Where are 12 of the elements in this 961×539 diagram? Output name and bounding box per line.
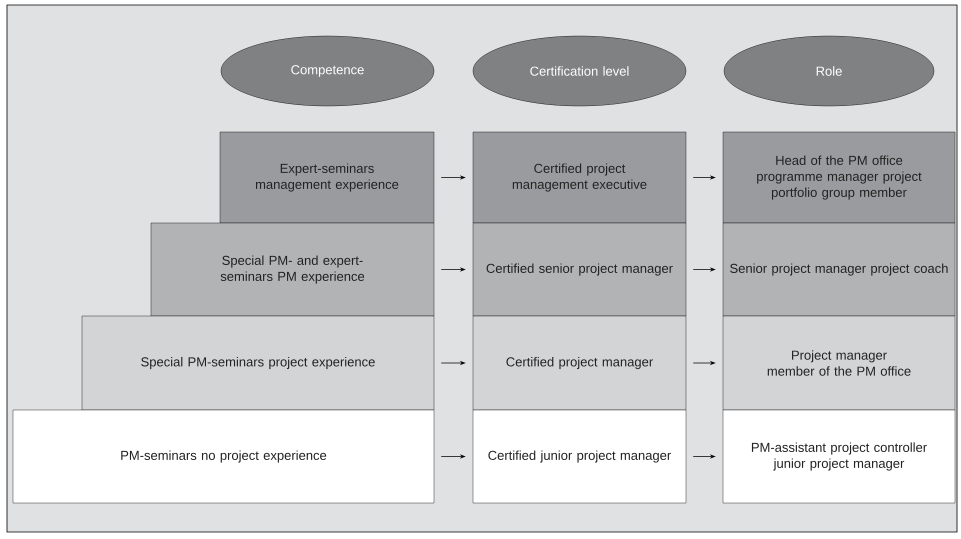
level-box: Project manager member of the PM office [722, 316, 956, 410]
level-box: Head of the PM office programme manager project portfolio group member [722, 132, 956, 224]
level-box: PM-assistant project controller junior project manager [722, 410, 956, 504]
level-box: Expert-seminars management experience [220, 132, 434, 224]
level-box: Certified project manager [472, 316, 686, 410]
level-box: Certified junior project manager [472, 410, 686, 504]
level-box: Certified senior project manager [472, 222, 686, 316]
level-box: Certified project management executive [472, 132, 686, 224]
level-box: PM-seminars no project experience [12, 410, 434, 504]
level-box: Senior project manager project coach [722, 222, 956, 316]
level-box: Special PM- and expert-seminars PM experience [150, 222, 434, 316]
level-box: Special PM-seminars project experience [82, 316, 434, 410]
